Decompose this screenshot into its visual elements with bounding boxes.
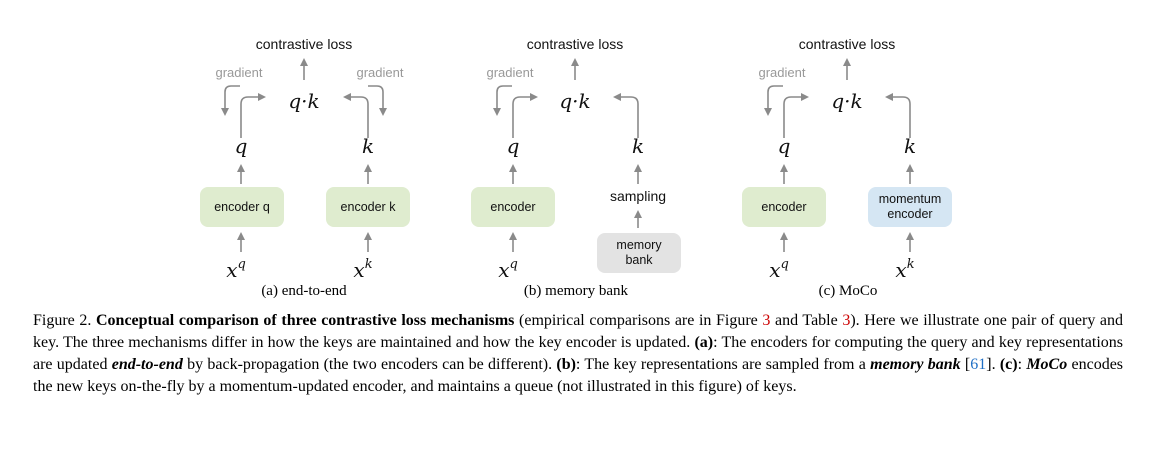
momentum-encoder-box <box>868 187 952 227</box>
momentum-encoder-label-line2: encoder <box>887 207 932 221</box>
panel-caption: (a) end-to-end <box>261 283 347 299</box>
input-query: xq <box>769 257 789 282</box>
query-to-loss-arrow <box>512 93 538 138</box>
caption-text: [ <box>960 356 971 373</box>
caption-title: Conceptual comparison of three contrasti… <box>96 312 515 329</box>
caption-text: (empirical comparisons are in Figure <box>514 312 763 329</box>
encoder-k-label: encoder k <box>341 200 397 214</box>
key-to-loss-arrow <box>613 93 639 138</box>
gradient-label-left: gradient <box>487 65 534 80</box>
figure-number: Figure 2. <box>33 312 92 329</box>
caption-text: ]. <box>986 356 1000 373</box>
query-label: q <box>235 134 248 158</box>
encoder-label: encoder <box>761 200 806 214</box>
caption-text: : <box>1017 356 1027 373</box>
panel-memory-bank: contrastive loss gradient q·k q k encode… <box>471 36 681 299</box>
encoder-label: encoder <box>490 200 535 214</box>
key-to-loss-arrow <box>885 93 911 138</box>
encoder-q-box <box>200 187 284 227</box>
memory-bank-box <box>597 233 681 273</box>
momentum-encoder-label: momentum <box>879 192 942 206</box>
caption-text: : The encoders for computing the query a… <box>33 334 1123 373</box>
input-key: xk <box>353 257 372 282</box>
encoder-k-box <box>326 187 410 227</box>
table-reference-link[interactable]: 3 <box>842 312 851 329</box>
memory-bank-emphasis: memory bank <box>870 356 961 373</box>
caption-text: encodes the new keys on-the-fly by a mom… <box>33 356 1124 395</box>
panel-caption: (c) MoCo <box>819 283 878 299</box>
gradient-label-left: gradient <box>216 65 263 80</box>
gradient-label-right: gradient <box>357 65 404 80</box>
key-to-loss-arrow <box>343 93 369 138</box>
query-to-loss-arrow <box>240 93 266 138</box>
input-query: xq <box>226 257 246 282</box>
panel-a-label: (a) <box>694 334 714 351</box>
end-to-end-emphasis: end-to-end <box>111 356 183 373</box>
encoder-box <box>471 187 555 227</box>
panel-caption: (b) memory bank <box>524 283 629 299</box>
caption-text: : The key representations are sampled fr… <box>575 356 871 373</box>
panel-end-to-end: contrastive loss gradient gradient q·k q… <box>200 36 410 299</box>
similarity-label: q·k <box>831 89 862 113</box>
figure-diagram: contrastive loss gradient gradient q·k q… <box>200 36 952 299</box>
similarity-label: q·k <box>288 89 319 113</box>
memory-bank-label-line2: bank <box>625 253 653 267</box>
citation-link[interactable]: 61 <box>970 356 987 373</box>
figure-caption: Figure 2. Conceptual comparison of three… <box>33 310 1123 398</box>
memory-bank-label: memory <box>616 238 662 252</box>
encoder-box <box>742 187 826 227</box>
caption-text: ). Here we illustrate one pair of query … <box>33 312 1124 351</box>
key-label: k <box>632 134 644 158</box>
key-label: k <box>904 134 916 158</box>
input-key: xk <box>895 257 914 282</box>
sampling-label: sampling <box>610 188 666 204</box>
query-to-loss-arrow <box>783 93 809 138</box>
moco-emphasis: MoCo <box>1026 356 1068 373</box>
contrastive-loss-label: contrastive loss <box>256 36 352 52</box>
gradient-arrow-left <box>493 85 512 116</box>
similarity-label: q·k <box>559 89 590 113</box>
key-label: k <box>362 134 374 158</box>
query-label: q <box>778 134 791 158</box>
figure-reference-link[interactable]: 3 <box>762 312 771 329</box>
caption-text: by back-propagation (the two encoders ca… <box>182 356 557 373</box>
caption-text: and Table <box>770 312 843 329</box>
panel-c-label: (c) <box>999 356 1018 373</box>
panel-moco: contrastive loss gradient q·k q k encode… <box>742 36 952 299</box>
gradient-label-left: gradient <box>759 65 806 80</box>
contrastive-loss-label: contrastive loss <box>799 36 895 52</box>
input-query: xq <box>498 257 518 282</box>
gradient-arrow-left <box>764 85 783 116</box>
gradient-arrow-right <box>368 85 387 116</box>
panel-b-label: (b) <box>556 356 576 373</box>
contrastive-loss-label: contrastive loss <box>527 36 623 52</box>
query-label: q <box>507 134 520 158</box>
gradient-arrow-left <box>221 85 240 116</box>
encoder-q-label: encoder q <box>214 200 270 214</box>
